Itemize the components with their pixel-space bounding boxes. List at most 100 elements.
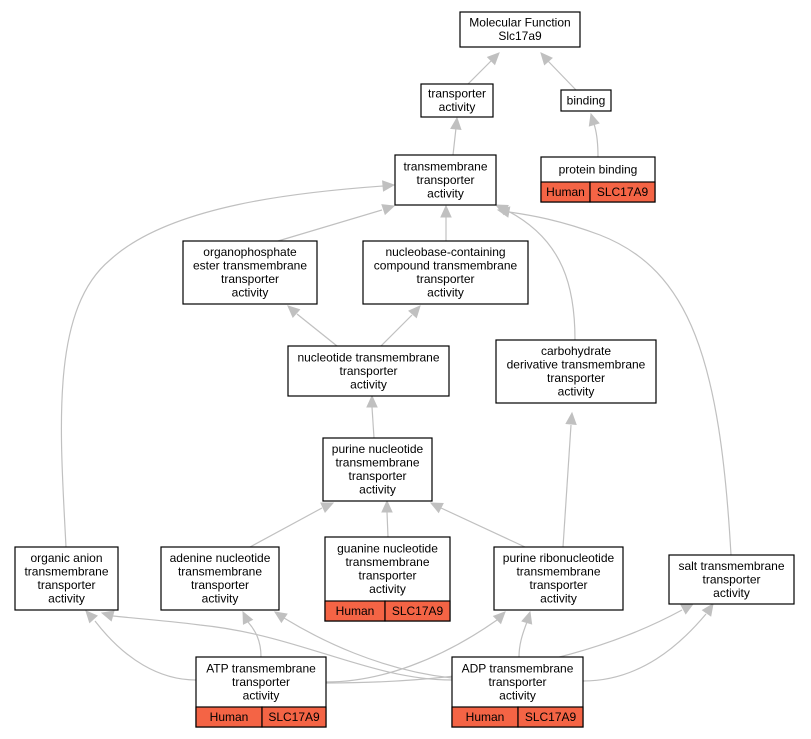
edge-adp-transmembrane-to-adenine-nucleotide [273, 611, 453, 679]
edge-layer [60, 52, 732, 684]
node-label-line: activity [202, 592, 239, 606]
node-box [394, 154, 497, 206]
edge-line [582, 613, 707, 682]
node-label-line: activity [243, 688, 280, 702]
node-label-line: organic anion [30, 551, 102, 565]
arrowhead [486, 52, 500, 66]
arrowhead [100, 610, 115, 622]
arrowhead [429, 502, 444, 514]
edge-purine-nucleotide-to-nucleotide-transmembrane [366, 394, 378, 439]
node-label-line: transporter [232, 675, 290, 689]
node-label-line: transporter [428, 87, 486, 101]
node-box [668, 554, 795, 605]
node-label-line: organophosphate [203, 245, 297, 259]
edge-line [371, 406, 375, 439]
edge-transporter-activity-to-root [467, 52, 500, 85]
node-layer: Molecular FunctionSlc17a9transporteracti… [14, 11, 795, 728]
node-purine-ribonucleotide[interactable]: purine ribonucleotidetransmembranetransp… [493, 546, 624, 611]
node-label-line: protein binding [559, 162, 638, 176]
edge-line [505, 209, 576, 341]
edge-line [247, 621, 262, 658]
node-label-line: transmembrane [345, 555, 429, 569]
node-label-line: activity [350, 377, 387, 391]
node-box [322, 437, 433, 502]
gene-cell [589, 181, 656, 203]
node-label-line: Slc17a9 [498, 29, 542, 43]
node-label-line: transporter [358, 569, 416, 583]
edge-line [283, 617, 453, 679]
gene-label: SLC17A9 [525, 710, 577, 724]
edge-adp-transmembrane-to-organic-anion [100, 610, 453, 681]
edge-organic-anion-to-transmembrane-transporter-activity [60, 180, 396, 548]
node-label-line: compound transmembrane [374, 259, 518, 273]
edge-line [452, 127, 457, 156]
node-label-line: activity [48, 592, 85, 606]
arrowhead [701, 603, 714, 617]
node-label-line: binding [567, 93, 606, 107]
node-label-line: ADP transmembrane [462, 661, 574, 675]
gene-cell [261, 706, 327, 728]
node-label-line: derivative transmembrane [507, 358, 646, 372]
edge-line [547, 60, 577, 91]
node-label-line: transporter [416, 272, 474, 286]
node-label-line: guanine nucleotide [337, 542, 438, 556]
node-adenine-nucleotide[interactable]: adenine nucleotidetransmembranetransport… [160, 546, 280, 611]
arrowhead [496, 206, 511, 218]
edge-line [518, 621, 528, 658]
node-purine-nucleotide[interactable]: purine nucleotidetransmembranetransporte… [322, 437, 433, 502]
node-adp-transmembrane[interactable]: ADP transmembranetransporteractivityHuma… [451, 656, 584, 728]
node-binding[interactable]: binding [560, 89, 612, 112]
arrowhead [273, 611, 288, 624]
gene-label: SLC17A9 [268, 710, 320, 724]
node-box [493, 546, 624, 611]
annotation-row: Human SLC17A9 [451, 706, 584, 728]
arrowhead [85, 610, 98, 624]
node-label-line: transporter [339, 364, 397, 378]
node-label-line: transporter [702, 572, 760, 586]
node-label-line: transporter [221, 272, 279, 286]
arrowhead [366, 394, 378, 408]
node-box [160, 546, 280, 611]
edge-nucleotide-transmembrane-to-nucleobase-containing [380, 305, 421, 347]
arrowhead [408, 305, 421, 319]
edge-adenine-nucleotide-to-purine-nucleotide [249, 502, 335, 548]
node-atp-transmembrane[interactable]: ATP transmembranetransporteractivityHuma… [195, 656, 327, 728]
node-organic-anion[interactable]: organic aniontransmembranetransporteract… [14, 546, 119, 611]
node-label-line: activity [439, 100, 476, 114]
node-label-line: nucleobase-containing [385, 245, 505, 259]
node-guanine-nucleotide[interactable]: guanine nucleotidetransmembranetransport… [324, 536, 451, 622]
edge-line [508, 211, 732, 556]
arrowhead [381, 204, 396, 216]
node-label-line: transporter [547, 371, 605, 385]
species-label: Human [466, 710, 505, 724]
node-nucleotide-transmembrane[interactable]: nucleotide transmembranetransporteractiv… [287, 345, 450, 397]
arrowhead [450, 116, 462, 131]
node-label-line: ester transmembrane [193, 259, 307, 273]
gene-cell [517, 706, 584, 728]
arrowhead [381, 499, 393, 513]
arrowhead [521, 610, 533, 625]
node-label-line: transporter [529, 578, 587, 592]
node-label-line: activity [499, 688, 536, 702]
node-label-line: transporter [488, 675, 546, 689]
node-box [459, 11, 581, 48]
node-label-line: activity [369, 582, 406, 596]
edge-line [467, 59, 493, 85]
edge-line [94, 620, 197, 681]
edge-organophosphate-ester-to-transmembrane-transporter-activity [277, 204, 396, 242]
edge-protein-binding-to-binding [588, 112, 600, 158]
node-label-line: activity [540, 592, 577, 606]
node-box [420, 83, 494, 118]
edge-line [112, 615, 453, 681]
node-box [182, 240, 318, 305]
node-label-line: activity [359, 483, 396, 497]
edge-line [277, 209, 383, 242]
